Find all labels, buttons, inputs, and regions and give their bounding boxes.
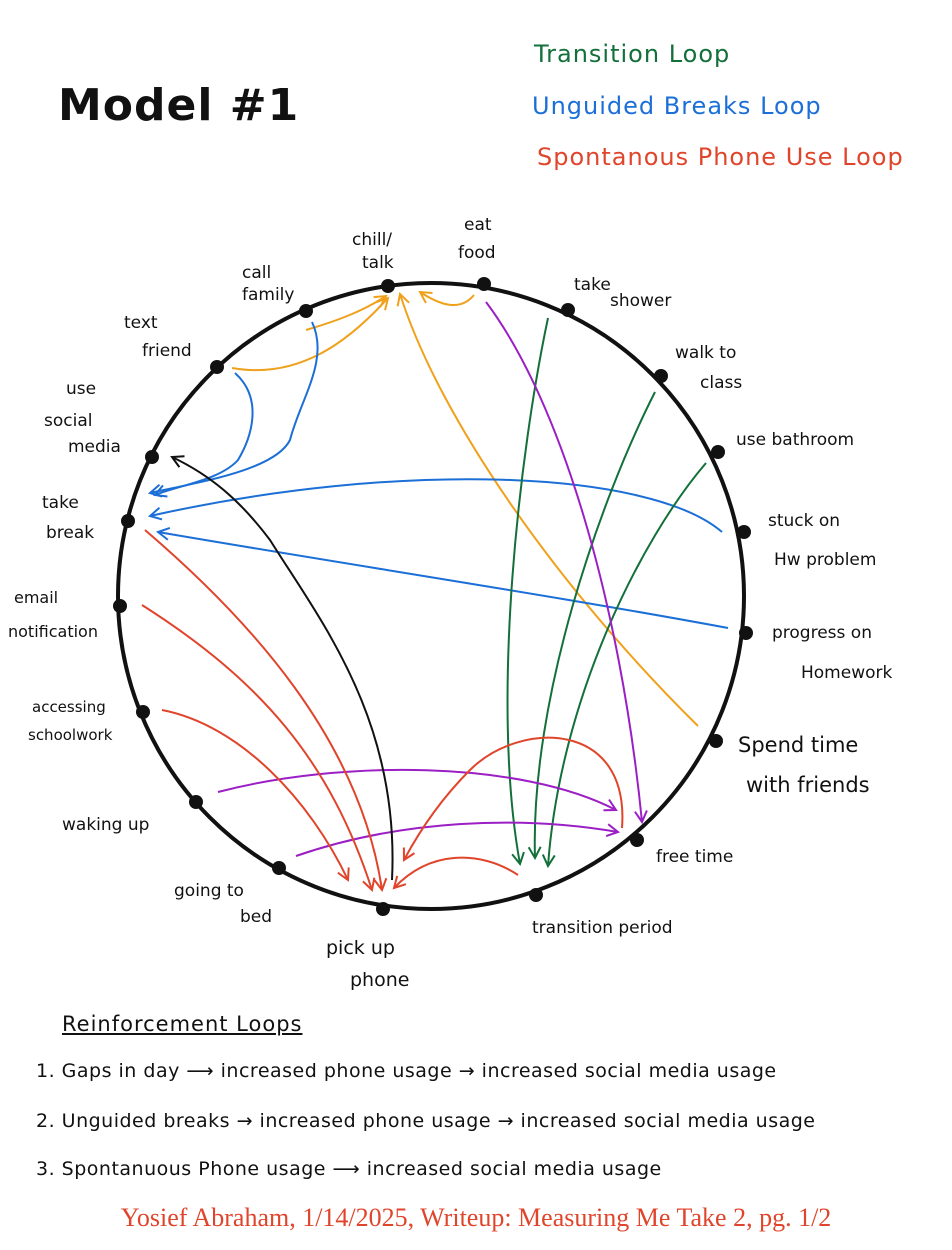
dot-spend-time-friends [709, 734, 723, 748]
edge-email-to-pick-up-phone [141, 604, 372, 890]
label-text-friend: text friend [124, 313, 192, 361]
edge-friends-to-chill-talk [400, 294, 699, 727]
dot-take-break [121, 514, 135, 528]
page-title: Model #1 [58, 80, 300, 131]
label-pick-up-phone: pick up phone [326, 937, 409, 991]
dot-use-social-media [145, 450, 159, 464]
edge-eat-food-to-chill-talk [420, 292, 475, 307]
dot-chill-talk [381, 279, 395, 293]
dot-stuck-on-hw [737, 525, 751, 539]
reinforcement-heading: Reinforcement Loops [62, 1012, 303, 1036]
label-call-family: call family [242, 263, 294, 305]
dot-pick-up-phone [376, 902, 390, 916]
label-email-notification: email notification [8, 588, 98, 641]
label-chill-talk: chill/ talk [352, 230, 397, 273]
label-use-bathroom: use bathroom [736, 430, 854, 450]
footer-citation: Yosief Abraham, 1/14/2025, Writeup: Meas… [120, 1203, 832, 1232]
label-take-break: take break [42, 493, 94, 543]
legend-unguided-breaks-loop: Unguided Breaks Loop [532, 92, 822, 120]
dot-progress-homework [739, 626, 753, 640]
dot-accessing-schoolwork [136, 705, 150, 719]
edge-use-bathroom-to-transition [548, 462, 707, 866]
dot-email-notification [113, 599, 127, 613]
label-take-shower: take shower [574, 275, 671, 311]
dot-going-to-bed [272, 861, 286, 875]
edge-progress-hw-to-take-break [158, 532, 729, 629]
reinforcement-item-2: 2. Unguided breaks → increased phone usa… [36, 1110, 816, 1132]
dot-transition-period [529, 888, 543, 902]
dot-text-friend [210, 360, 224, 374]
dot-free-time [630, 833, 644, 847]
label-eat-food: eat food [458, 215, 497, 263]
legend-transition-loop: Transition Loop [534, 40, 731, 68]
dot-eat-food [477, 277, 491, 291]
label-waking-up: waking up [62, 815, 149, 835]
label-progress-homework: progress on Homework [772, 623, 892, 683]
edge-waking-up-to-free-time [217, 768, 616, 810]
dot-use-bathroom [711, 445, 725, 459]
edge-going-to-bed-to-free-time [295, 821, 618, 857]
dot-call-family [299, 304, 313, 318]
label-use-social-media: use social media [44, 379, 121, 457]
edge-stuck-hw-to-take-break [150, 478, 723, 533]
dot-take-shower [561, 303, 575, 317]
loop-circle [116, 281, 746, 911]
legend-spontaneous-phone-use-loop: Spontanous Phone Use Loop [537, 143, 904, 171]
edge-eat-food-to-free-time [485, 301, 642, 822]
dot-waking-up [189, 795, 203, 809]
label-spend-time-friends: Spend time with friends [738, 733, 870, 797]
edge-take-shower-to-transition [506, 317, 549, 864]
node-dots [113, 277, 753, 916]
edge-walk-to-class-to-transition [535, 391, 656, 858]
edge-schoolwork-to-pick-up-phone [161, 709, 348, 880]
edge-text-friend-to-chill-talk [231, 298, 388, 372]
label-free-time: free time [656, 847, 733, 867]
reinforcement-item-3: 3. Spontanuous Phone usage ⟶ increased s… [36, 1158, 662, 1180]
edge-pick-up-phone-to-social-media [172, 457, 394, 881]
edge-free-time-to-pick-up-phone [404, 736, 624, 860]
label-transition-period: transition period [532, 918, 673, 938]
dot-walk-to-class [654, 369, 668, 383]
reinforcement-item-1: 1. Gaps in day ⟶ increased phone usage →… [36, 1060, 777, 1082]
edge-call-family-to-chill-talk [305, 296, 386, 331]
edge-call-family-to-take-break [150, 321, 319, 493]
edge-text-friend-to-take-break [155, 372, 254, 495]
label-accessing-schoolwork: accessing schoolwork [28, 698, 113, 744]
edge-transition-to-pick-up-phone [394, 856, 519, 888]
label-walk-to-class: walk to class [675, 343, 742, 393]
label-stuck-on-hw: stuck on Hw problem [768, 511, 876, 570]
label-going-to-bed: going to bed [174, 881, 272, 927]
edge-take-break-to-pick-up-phone [144, 529, 382, 890]
